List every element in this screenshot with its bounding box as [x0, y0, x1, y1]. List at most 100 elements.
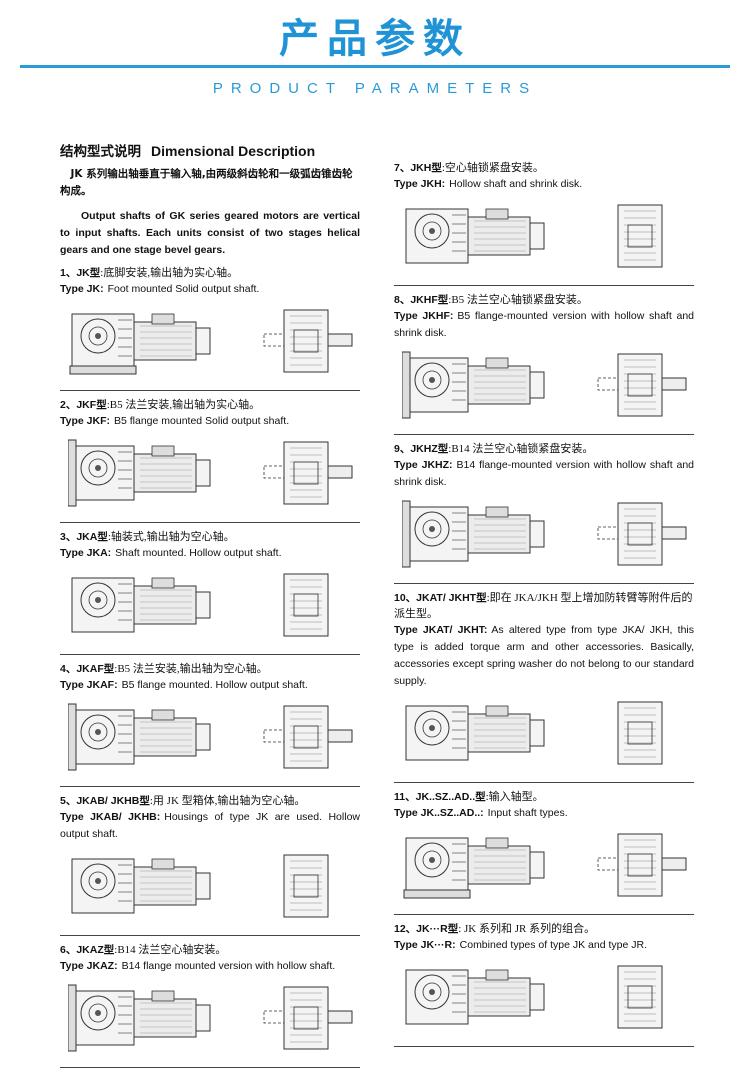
torque-arm-side-view	[594, 696, 690, 770]
flange-hollow-side-view	[260, 700, 356, 774]
item-code: 3、JKA	[60, 531, 98, 543]
item-desc-cn: :输入轴型。	[485, 791, 544, 803]
item-code: 8、JKHF	[394, 294, 438, 306]
item-type-cn: 型	[97, 531, 108, 543]
item-type-cn: 型	[103, 663, 115, 675]
item-figures	[394, 960, 694, 1040]
b14-flange-shrink-disk-drawing	[402, 497, 552, 571]
item-type-label: Type JKF:	[60, 415, 110, 427]
item-heading: 8、JKHF型:B5 法兰空心轴锁紧盘安装。	[394, 292, 694, 308]
item-desc-en: Type JKF:B5 flange mounted Solid output …	[60, 413, 360, 430]
combined-jk-jr-drawing	[402, 960, 552, 1034]
section-title-cn: 结构型式说明	[60, 144, 141, 160]
b5-flange-shrink-disk-side-view	[594, 348, 690, 422]
item-figures	[394, 348, 694, 428]
item-divider	[394, 1046, 694, 1047]
torque-arm-drawing	[402, 696, 552, 770]
item-code: 2、JKF	[60, 399, 97, 411]
item-divider	[394, 434, 694, 435]
item-divider	[394, 914, 694, 915]
item-heading: 5、JKAB/ JKHB型:用 JK 型箱体,输出轴为空心轴。	[60, 793, 360, 809]
input-shaft-drawing	[402, 828, 552, 902]
item-type-label: Type JKAB/ JKHB:	[60, 811, 161, 823]
item-type-cn: 型	[437, 294, 449, 306]
description-item: 11、JK..SZ..AD..型:输入轴型。Type JK..SZ..AD..:…	[394, 789, 694, 915]
item-type-label: Type JKHZ:	[394, 459, 453, 471]
item-desc-cn: :空心轴锁紧盘安装。	[441, 162, 544, 174]
item-type-label: Type JK:	[60, 283, 104, 295]
item-desc-en: Type JK···R:Combined types of type JK an…	[394, 937, 694, 954]
item-desc-text: B14 flange-mounted version with hollow s…	[394, 459, 694, 488]
hollow-shaft-side-view	[260, 568, 356, 642]
item-desc-cn: :B5 法兰安装,输出轴为实心轴。	[106, 399, 261, 411]
item-code: 7、JKH	[394, 162, 432, 174]
item-desc-cn: :B5 法兰空心轴锁紧盘安装。	[448, 294, 588, 306]
item-desc-en: Type JKHZ:B14 flange-mounted version wit…	[394, 457, 694, 491]
item-desc-en: Type JKAF:B5 flange mounted. Hollow outp…	[60, 677, 360, 694]
item-desc-text: B5 flange-mounted version with hollow sh…	[394, 310, 694, 339]
item-code: 12、JK···R	[394, 923, 448, 935]
item-desc-text: Input shaft types.	[487, 807, 568, 819]
shrink-disk-hollow-drawing	[402, 199, 552, 273]
b5-flange-solid-shaft-drawing	[68, 436, 218, 510]
item-code: 6、JKAZ	[60, 944, 104, 956]
item-figures	[394, 696, 694, 776]
item-desc-cn: :底脚安装,输出轴为实心轴。	[100, 267, 239, 279]
item-heading: 3、JKA型:轴装式,输出轴为空心轴。	[60, 529, 360, 545]
description-item: 1、JK型:底脚安装,输出轴为实心轴。Type JK:Foot mounted …	[60, 265, 360, 391]
item-desc-cn: :轴装式,输出轴为空心轴。	[107, 531, 235, 543]
item-desc-text: B5 flange mounted Solid output shaft.	[113, 415, 290, 427]
item-desc-cn: :B14 法兰空心轴锁紧盘安装。	[448, 443, 594, 455]
description-item: 4、JKAF型:B5 法兰安装,输出轴为空心轴。Type JKAF:B5 fla…	[60, 661, 360, 787]
item-figures	[60, 849, 360, 929]
item-type-cn: 型	[139, 795, 150, 807]
item-desc-text: Housings of type JK are used. Hollow out…	[60, 811, 360, 840]
item-desc-cn: :用 JK 型箱体,输出轴为空心轴。	[149, 795, 306, 807]
item-desc-en: Type JK..SZ..AD..:Input shaft types.	[394, 805, 694, 822]
item-code: 10、JKAT/ JKHT	[394, 592, 477, 604]
item-type-cn: 型	[476, 592, 487, 604]
description-item: 5、JKAB/ JKHB型:用 JK 型箱体,输出轴为空心轴。Type JKAB…	[60, 793, 360, 936]
flange-solid-shaft-side-view	[260, 436, 356, 510]
item-figures	[60, 981, 360, 1061]
foot-mounted-solid-shaft-drawing	[68, 304, 218, 378]
item-type-label: Type JK···R:	[394, 939, 456, 951]
item-figures	[60, 700, 360, 780]
item-desc-en: Type JK:Foot mounted Solid output shaft.	[60, 281, 360, 298]
item-desc-text: Combined types of type JK and type JR.	[459, 939, 647, 951]
item-desc-cn: : JK 系列和 JR 系列的组合。	[458, 923, 596, 935]
shaft-mounted-hollow-drawing	[68, 568, 218, 642]
item-divider	[394, 285, 694, 286]
b5-flange-shrink-disk-drawing	[402, 348, 552, 422]
item-desc-text: B5 flange mounted. Hollow output shaft.	[121, 679, 308, 691]
item-code: 1、JK	[60, 267, 90, 279]
item-code: 5、JKAB/ JKHB	[60, 795, 140, 807]
item-desc-text: Hollow shaft and shrink disk.	[449, 178, 583, 190]
item-type-cn: 型	[437, 443, 449, 455]
item-type-cn: 型	[431, 162, 442, 174]
item-type-cn: 型	[103, 944, 115, 956]
description-item: 8、JKHF型:B5 法兰空心轴锁紧盘安装。Type JKHF:B5 flang…	[394, 292, 694, 435]
description-item: 3、JKA型:轴装式,输出轴为空心轴。Type JKA:Shaft mounte…	[60, 529, 360, 655]
item-type-label: Type JKAZ:	[60, 960, 118, 972]
description-item: 6、JKAZ型:B14 法兰空心轴安装。Type JKAZ:B14 flange…	[60, 942, 360, 1068]
item-desc-cn: :B14 法兰空心轴安装。	[114, 944, 227, 956]
item-desc-en: Type JKAZ:B14 flange mounted version wit…	[60, 958, 360, 975]
item-type-label: Type JK..SZ..AD..:	[394, 807, 484, 819]
item-code: 4、JKAF	[60, 663, 104, 675]
item-type-cn: 型	[475, 791, 486, 803]
item-desc-en: Type JKAB/ JKHB:Housings of type JK are …	[60, 809, 360, 843]
item-figures	[60, 436, 360, 516]
description-item: 12、JK···R型: JK 系列和 JR 系列的组合。Type JK···R:…	[394, 921, 694, 1047]
item-heading: 7、JKH型:空心轴锁紧盘安装。	[394, 160, 694, 176]
item-heading: 6、JKAZ型:B14 法兰空心轴安装。	[60, 942, 360, 958]
item-divider	[60, 522, 360, 523]
item-code: 9、JKHZ	[394, 443, 438, 455]
jk-housing-side-view	[260, 849, 356, 923]
description-item: 2、JKF型:B5 法兰安装,输出轴为实心轴。Type JKF:B5 flang…	[60, 397, 360, 523]
item-heading: 12、JK···R型: JK 系列和 JR 系列的组合。	[394, 921, 694, 937]
intro-cn: JK 系列输出轴垂直于输入轴,由两级斜齿轮和一级弧齿锥齿轮构成。	[60, 168, 353, 197]
item-heading: 11、JK..SZ..AD..型:输入轴型。	[394, 789, 694, 805]
